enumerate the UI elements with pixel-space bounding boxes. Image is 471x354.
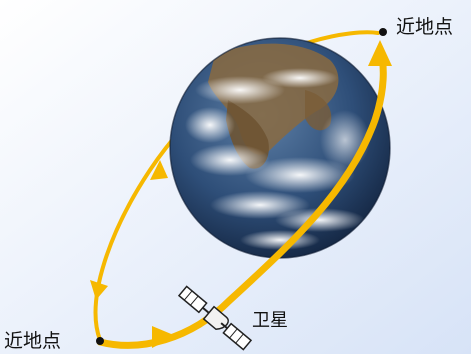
top-point-marker: [379, 28, 387, 36]
earth-globe: [170, 38, 390, 258]
bottom-point-label: 近地点: [4, 326, 61, 353]
satellite-label: 卫星: [252, 306, 288, 332]
top-point-label: 近地点: [396, 12, 453, 39]
bottom-point-marker: [96, 337, 104, 345]
